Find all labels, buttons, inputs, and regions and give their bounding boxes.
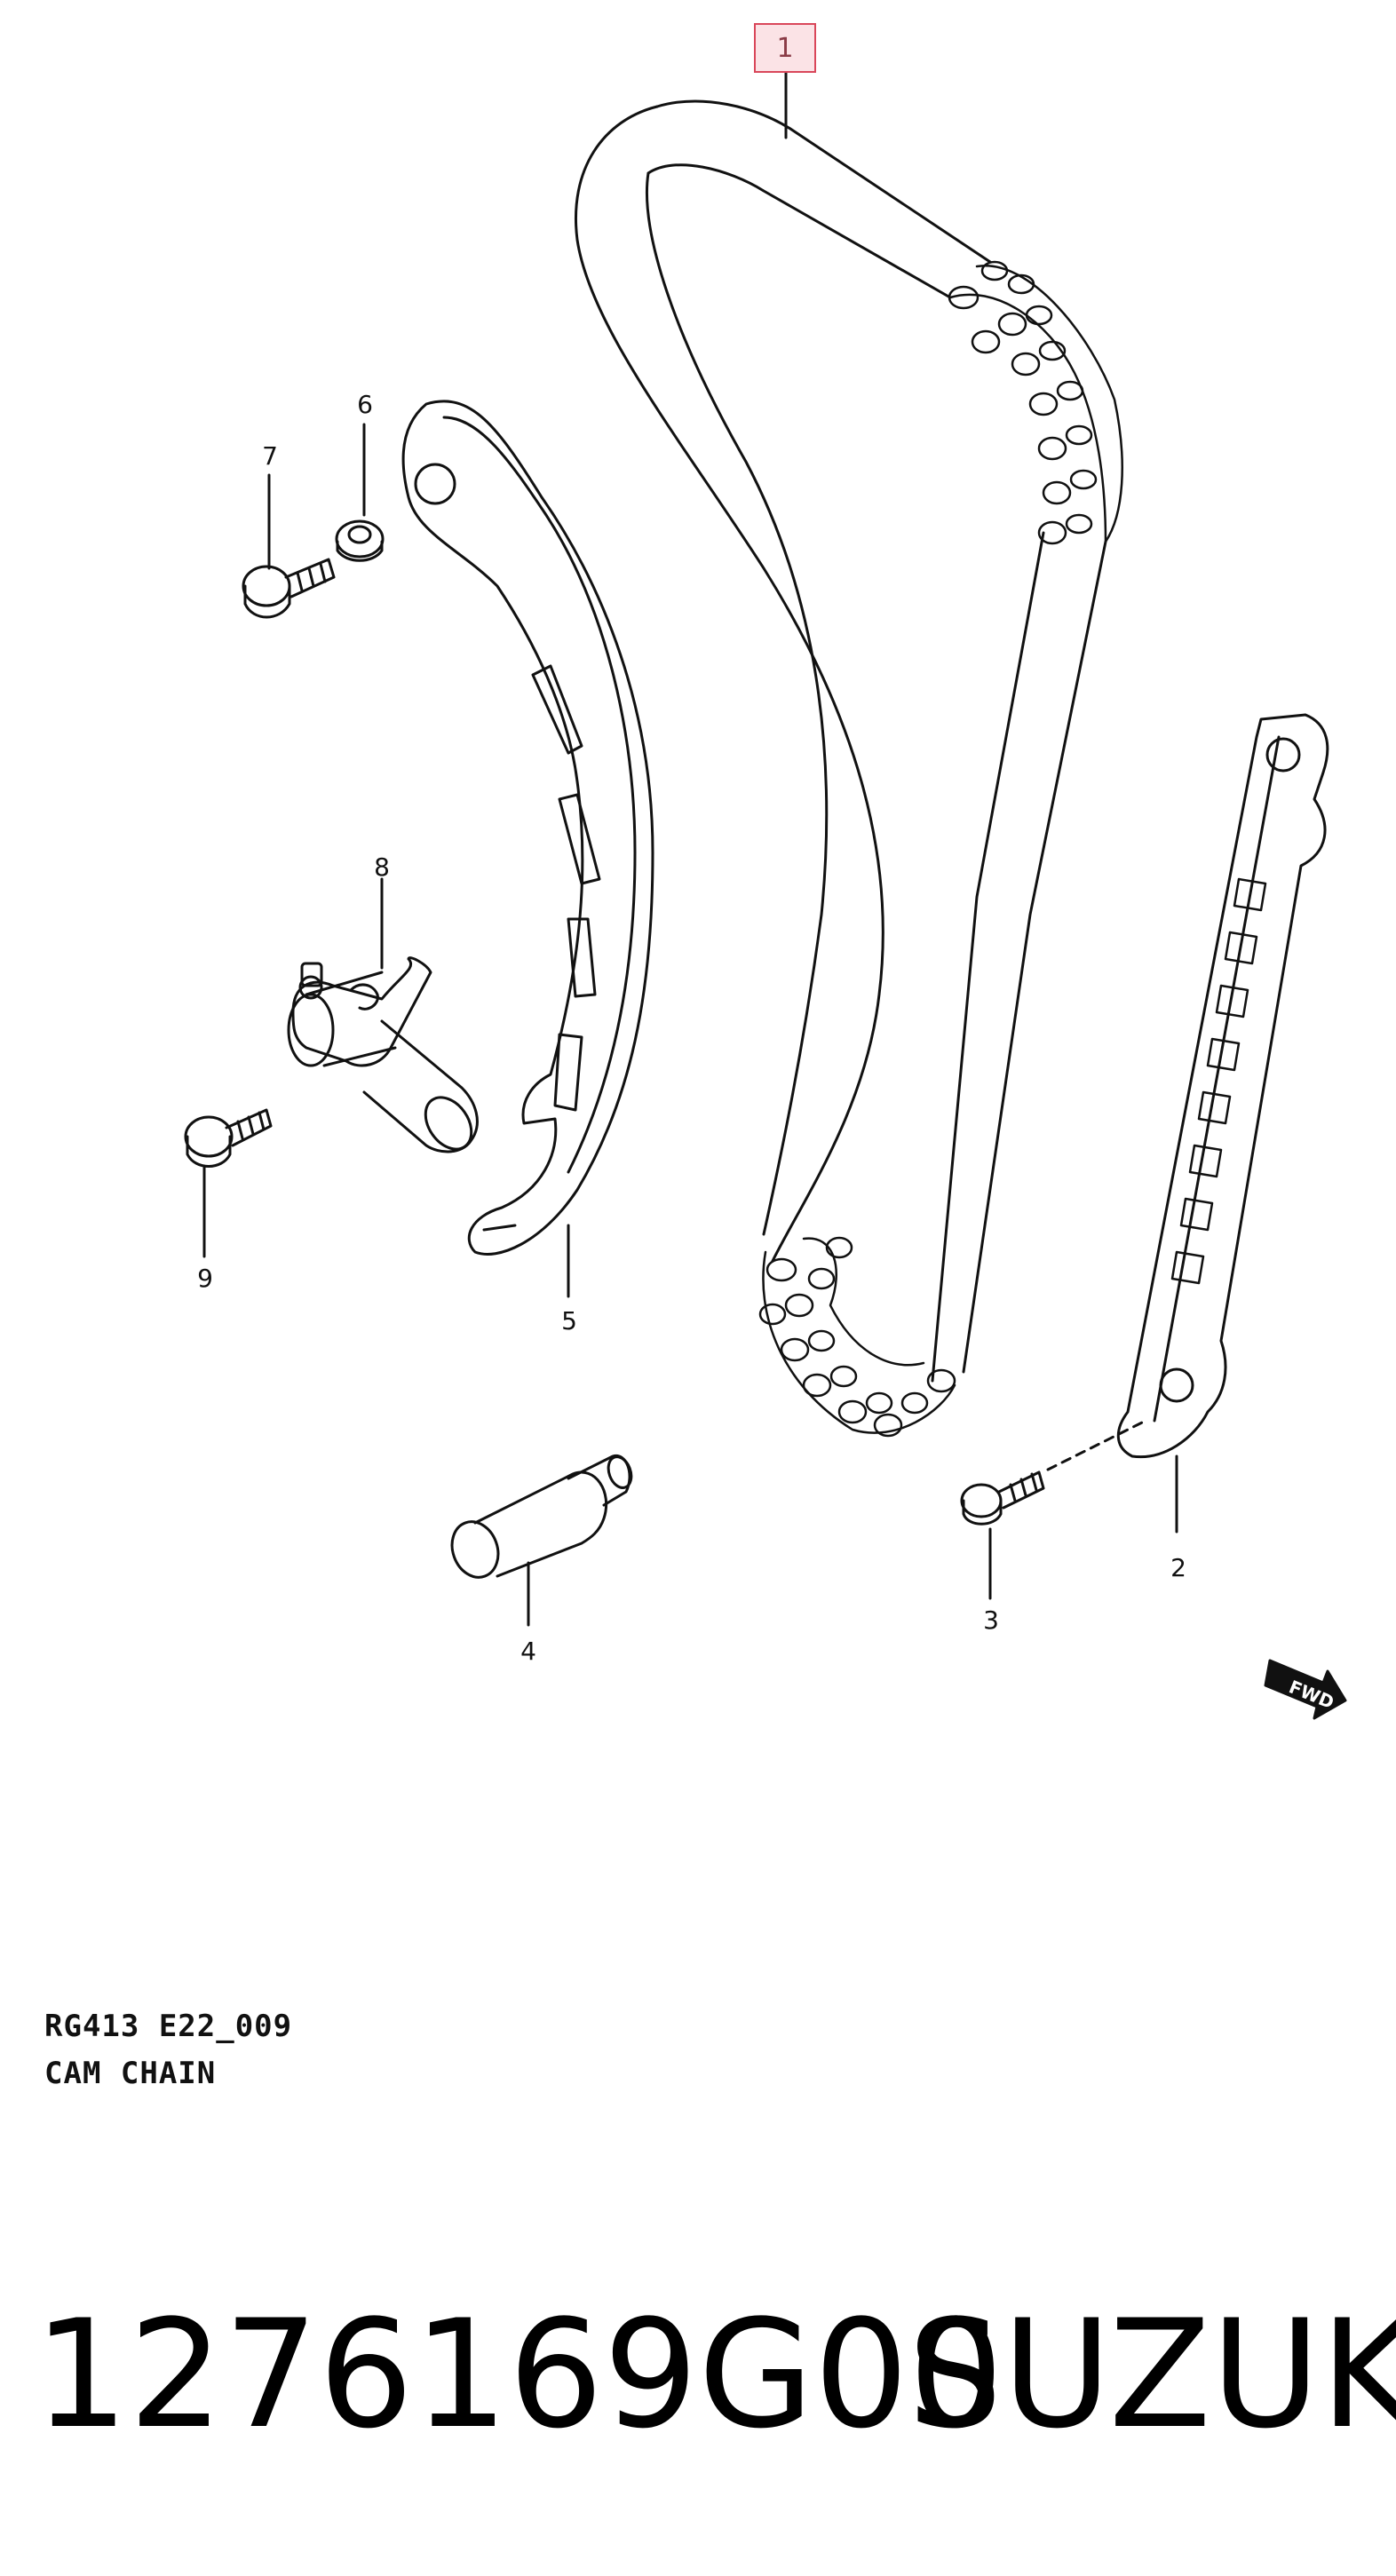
callout-2-label: 2 — [1170, 1553, 1186, 1582]
cam-chain-part-1 — [575, 99, 1123, 1438]
diagram-code-caption: RG413 E22_009 — [44, 2009, 293, 2044]
callout-3-label: 3 — [983, 1605, 999, 1635]
brand-name: SUZUKI — [908, 2287, 1396, 2461]
tensioner-guide-part-5 — [401, 400, 654, 1256]
callout-6-label: 6 — [357, 390, 373, 419]
forward-arrow-icon: FWD — [1264, 1659, 1347, 1720]
chain-guide-part-2 — [1116, 713, 1329, 1459]
callout-5-label: 5 — [561, 1306, 577, 1336]
bolt-part-9 — [184, 1108, 273, 1168]
callout-1-highlight[interactable]: 1 — [754, 23, 816, 73]
nut-part-6 — [335, 519, 385, 562]
part-number: 1276169G00 — [34, 2287, 1004, 2461]
callout-7-label: 7 — [262, 441, 278, 471]
bolt-part-7 — [242, 558, 336, 619]
tensioner-adjuster-part-8 — [287, 956, 479, 1153]
callout-9-label: 9 — [197, 1264, 213, 1293]
diagram-title-caption: CAM CHAIN — [44, 2056, 217, 2091]
callout-4-label: 4 — [520, 1637, 536, 1666]
pin-part-4 — [450, 1454, 633, 1579]
cam-chain-exploded-diagram: FWD — [184, 71, 1347, 1720]
callout-1-label: 1 — [776, 32, 794, 64]
callout-8-label: 8 — [374, 852, 390, 882]
guide-bolt-part-3 — [960, 1419, 1147, 1526]
